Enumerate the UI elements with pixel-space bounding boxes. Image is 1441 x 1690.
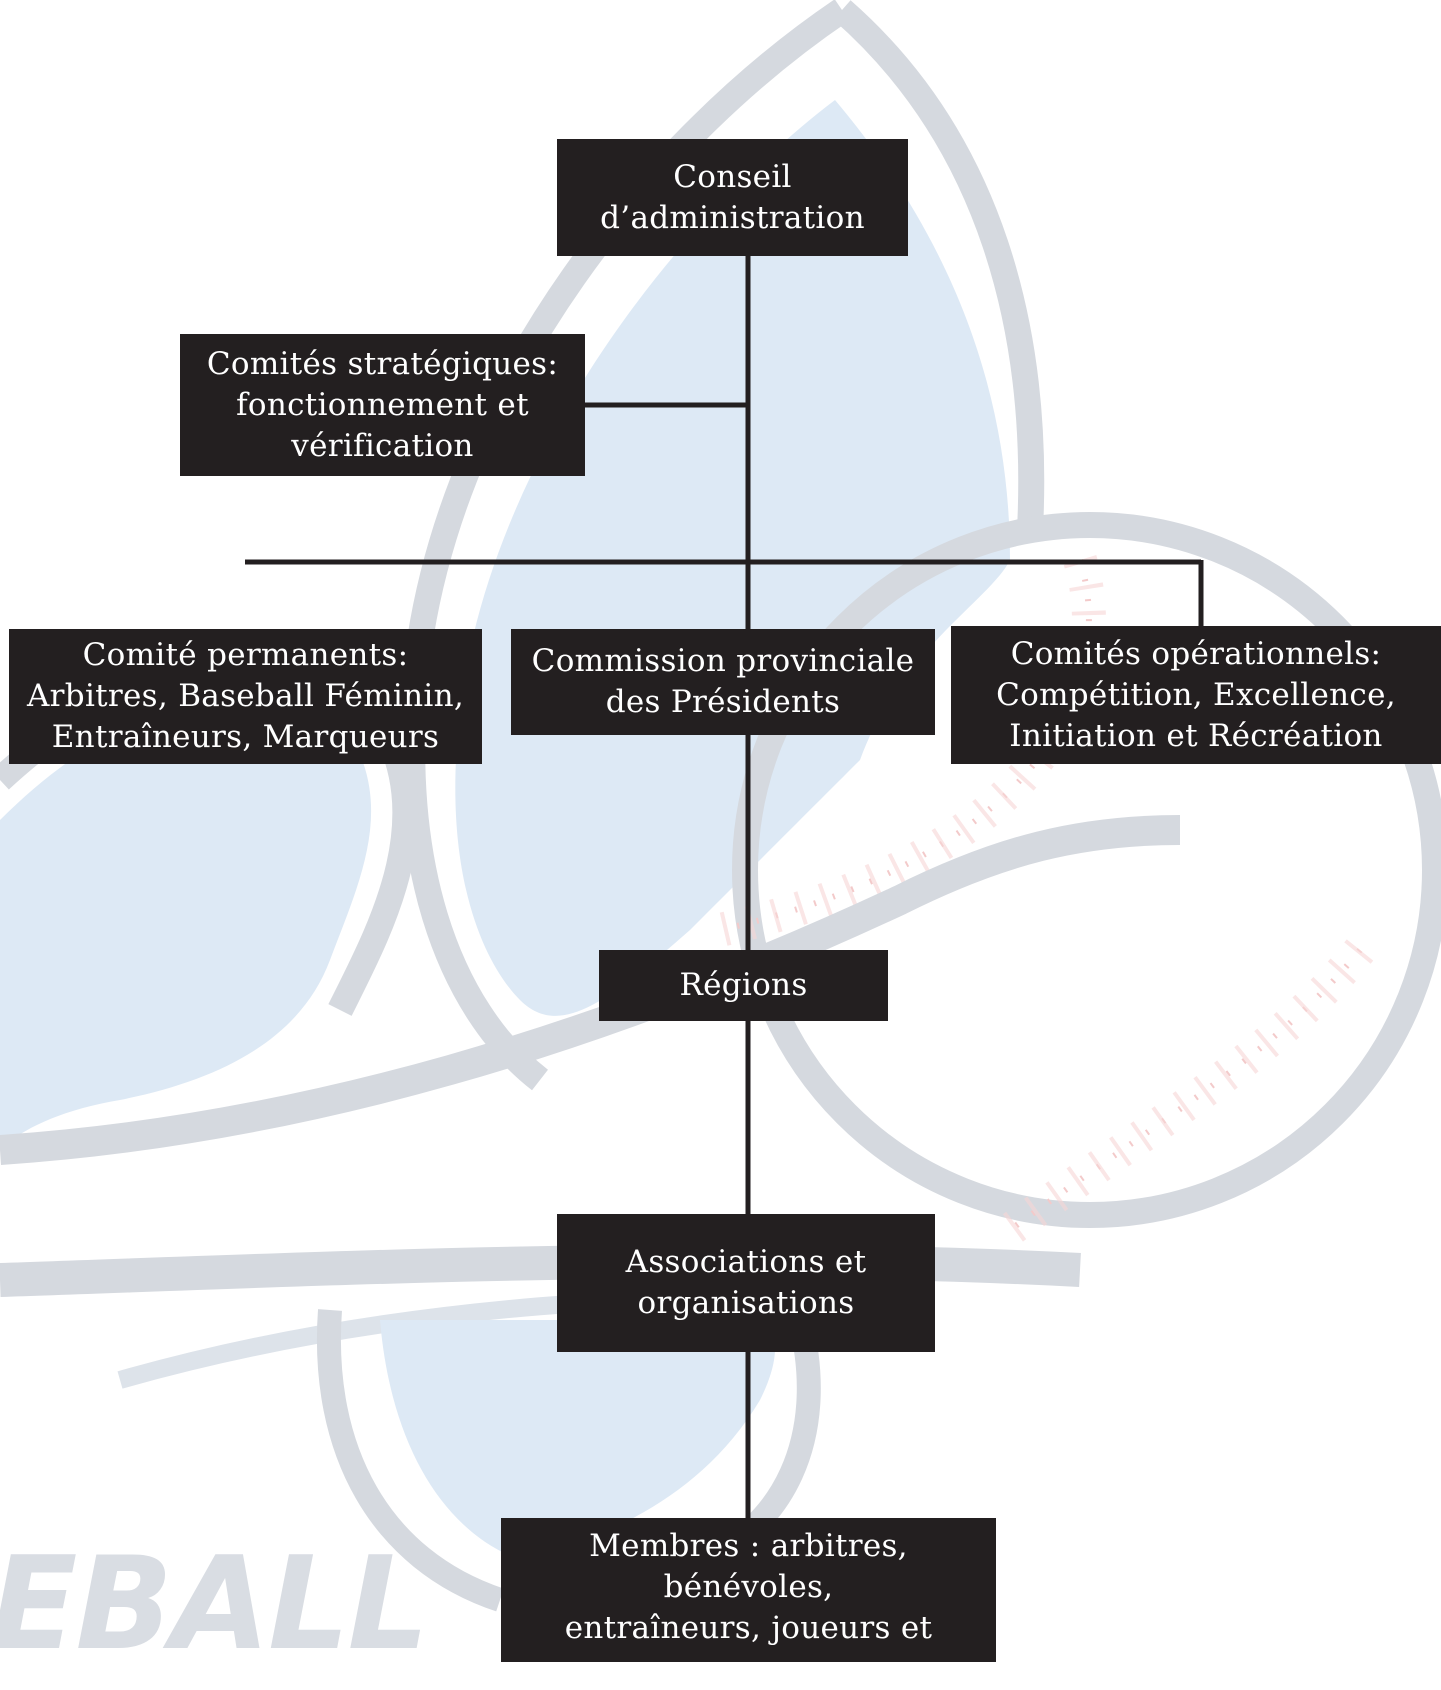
node-commission-provinciale: Commission provinciale des Présidents (511, 629, 935, 735)
node-comites-strategiques: Comités stratégiques: fonctionnement et … (180, 334, 585, 476)
baseball-outline (732, 512, 1441, 1228)
node-associations-organisations: Associations et organisations (557, 1214, 935, 1352)
lower-leaf-fill (380, 1320, 775, 1560)
watermark-text: EBALL (0, 1530, 429, 1679)
node-regions: Régions (599, 950, 888, 1021)
node-comites-operationnels: Comités opérationnels: Compétition, Exce… (951, 626, 1441, 764)
left-leaf-fill (0, 692, 372, 1150)
fleur-de-lis-leaf-fill (455, 100, 1010, 1016)
node-comite-permanents: Comité permanents: Arbitres, Baseball Fé… (9, 629, 482, 764)
node-conseil-administration: Conseil d’administration (557, 139, 908, 256)
node-membres: Membres : arbitres, bénévoles, entraîneu… (501, 1518, 996, 1687)
